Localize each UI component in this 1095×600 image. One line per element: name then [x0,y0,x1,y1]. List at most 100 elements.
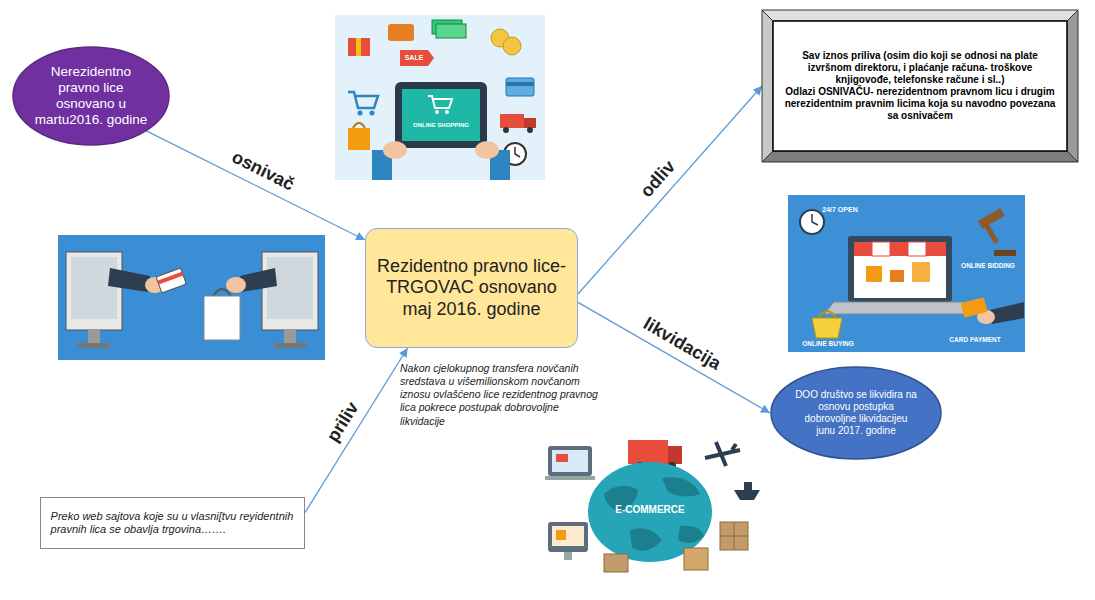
icon-text: ONLINE BIDDING [961,262,1015,270]
shopping-illustration-part [353,123,365,128]
ecommerce-illustration-part [556,454,568,462]
online-store-illustration-part [912,262,930,282]
node-text: Nerezidentno pravno lice osnovano u mart… [29,64,152,129]
online-store-illustration-part [812,214,818,225]
shopping-illustration-part [445,110,449,114]
card-bag-illustration-part [267,257,313,319]
ecommerce-illustration-part [630,528,662,550]
ellipse-fill [771,367,941,459]
online-store-illustration-part [854,242,872,256]
connector-arrow [578,86,762,294]
ecommerce-illustration-part [662,477,700,496]
shopping-illustration-part [428,96,452,108]
online-store-illustration-part [990,302,1024,324]
node-text: DOO društvo se likvidira na osnovu postu… [794,389,918,437]
frame-bevel [762,151,1078,162]
ellipse-fill [13,47,169,145]
online-store-illustration-part [982,221,998,244]
shopping-illustration-part [503,37,521,55]
node-text: Odlazi OSNIVAČU- nerezidentnom pravnom l… [784,86,1056,122]
ecommerce-illustration-part [705,442,740,466]
ecommerce-illustration-part [564,552,572,560]
edge-label: priliv [322,398,363,446]
frame-bevel [1067,10,1078,162]
shopping-illustration-part [395,82,487,148]
shopping-illustration-part [506,82,534,86]
connector-arrow [305,348,408,513]
icon-text: SALE [405,54,424,63]
ecommerce-illustration-part [678,526,704,543]
online-store-illustration-part [961,297,988,318]
ecommerce-illustration-part [720,522,748,550]
shopping-illustration-part [356,38,361,56]
card-bag-illustration [58,235,325,360]
founder-ellipse: Nerezidentno pravno lice osnovano u mart… [12,46,170,146]
frame-inner [773,21,1067,151]
globe-text: E-COMMERCE [615,504,684,517]
card-bag-illustration-part [156,268,186,293]
frame-bevel [762,10,773,162]
screen-text: ONLINE SHOPPING [413,122,469,130]
card-bag-illustration-part [66,252,122,330]
ecommerce-illustration [545,440,760,572]
connector-arrow [146,131,365,240]
online-store-illustration-part [848,236,952,302]
ecommerce-illustration-part [684,548,708,570]
shopping-illustration-part [500,114,524,128]
shopping-illustration-part [370,111,375,116]
shopping-illustration-part [475,141,499,159]
text-wrap: DOO društvo se likvidira na osnovu postu… [794,389,918,437]
card-bag-illustration-part [262,252,318,330]
node-text: Rezidentno pravno lice-TRGOVAC osnovano … [376,256,568,321]
shopping-illustration-part [400,50,434,66]
frame-bevel [762,10,1078,21]
shopping-illustration-part [527,127,533,133]
ecommerce-illustration-part [734,490,760,500]
text-wrap: Nerezidentno pravno lice osnovano u mart… [29,64,152,129]
text-wrap: Sav iznos priliva (osim dio koji se odno… [784,50,1056,122]
shopping-illustration-part [435,110,439,114]
shopping-illustration-part [524,118,536,128]
shopping-illustration-part [436,24,466,38]
node-text: Preko web sajtova koje su u vlasni[tvu r… [51,510,295,536]
shopping-illustration-part [335,15,545,180]
text-wrap: Rezidentno pravno lice-TRGOVAC osnovano … [376,256,568,321]
connector-arrow [578,302,770,413]
ecommerce-illustration-part [552,526,584,546]
online-store-illustration-part [890,242,908,256]
card-bag-illustration-part [58,235,325,360]
edge-label: osnivač [228,147,297,196]
edge-label: likvidacija [639,313,724,374]
online-store-illustration-part [908,242,926,256]
inflow-note-box: Preko web sajtova koje su u vlasni[tvu r… [40,497,305,549]
ecommerce-illustration-part [545,476,595,480]
online-store-illustration-part [800,210,824,234]
shopping-illustration-part [348,38,370,56]
card-bag-illustration-part [88,330,100,344]
card-bag-illustration-part [226,277,246,293]
edge-label: odliv [636,157,680,202]
merchant-box: Rezidentno pravno lice-TRGOVAC osnovano … [365,228,578,348]
shopping-illustration-part [383,141,407,159]
card-bag-illustration-part [274,343,306,348]
note-text: Nakon cjelokupnog transfera novčanih sre… [400,362,605,428]
shopping-illustration-part [348,128,370,150]
shopping-illustration-part [515,147,520,157]
card-bag-illustration-part [108,268,150,292]
ecommerce-illustration-part [548,446,592,476]
online-store-illustration-part [978,208,1005,229]
online-store-illustration-part [872,242,890,256]
online-store-illustration-part [854,242,946,298]
shopping-illustration-part [358,111,363,116]
text-wrap: Preko web sajtova koje su u vlasni[tvu r… [51,510,295,536]
card-bag-illustration-part [284,330,296,344]
online-store-illustration [788,195,1025,352]
shopping-illustration-part [388,24,414,41]
shopping-illustration-part [503,127,509,133]
shopping-illustration [335,15,545,180]
online-store-illustration-part [788,195,1025,352]
ecommerce-illustration-part [744,482,752,490]
icon-text: CARD PAYMENT [949,336,1000,344]
ecommerce-illustration-part [668,446,682,464]
